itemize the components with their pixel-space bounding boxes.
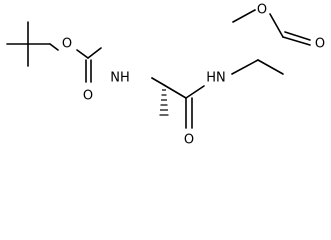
bond-o-methyl	[232, 9, 256, 23]
bond-ester-c-o-single	[269, 13, 284, 38]
bond-ch2-ester-c	[257, 59, 284, 75]
atom-amide-o: O	[184, 133, 194, 148]
atom-boc-nh: NH	[110, 71, 130, 86]
atom-ester-carbonyl-o: O	[315, 37, 325, 52]
atom-boc-carbonyl-o: O	[83, 89, 93, 104]
bond-o-carbonyl-c	[76, 49, 89, 59]
hashed-wedge-methyl	[159, 89, 169, 116]
bond-alpha-c-amide-c	[163, 84, 187, 99]
bond-ester-c-o-double-a	[282, 36, 311, 46]
bond-ester-c-o-double-b	[284, 31, 311, 41]
molecule-diagram: O O NH HN O O O	[6, 3, 325, 148]
bond-tbu-c-o	[49, 43, 59, 51]
bond-nh-alpha-c	[151, 77, 165, 86]
atom-boc-ester-o: O	[62, 37, 72, 52]
atom-ester-o-methoxy: O	[257, 3, 267, 18]
bond-amide-c-nh	[185, 85, 205, 99]
atom-amide-nh: HN	[206, 71, 226, 86]
structure-svg: O O NH HN O O O	[6, 3, 325, 148]
bond-nh-ch2	[231, 59, 259, 75]
bond-carbonyl-c-nh	[87, 47, 102, 59]
